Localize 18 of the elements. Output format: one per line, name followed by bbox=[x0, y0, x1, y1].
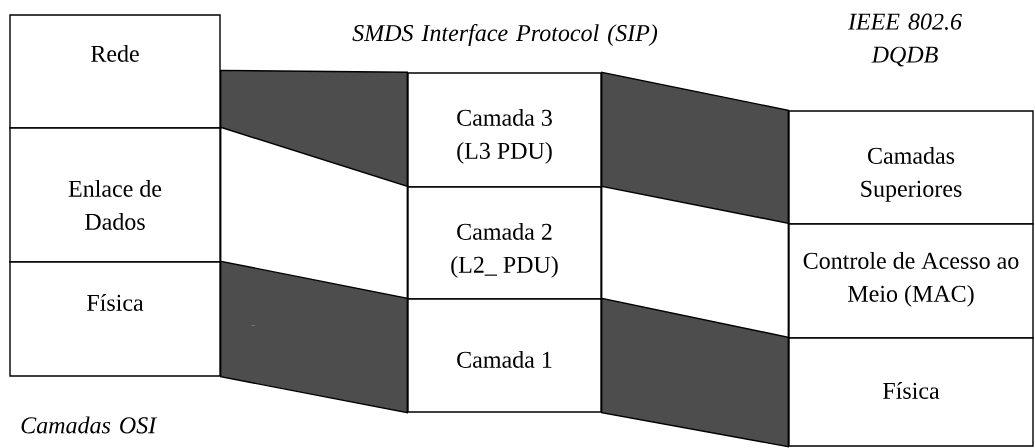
correspondence-band bbox=[220, 260, 408, 414]
layer-box: Enlace de Dados bbox=[9, 127, 221, 263]
layer-box: Física bbox=[788, 337, 1034, 447]
correspondence-band bbox=[601, 185, 789, 340]
layer-box: Camada 1 bbox=[407, 298, 602, 413]
layer-box: Camada 2 (L2_ PDU) bbox=[407, 186, 602, 300]
layer-box: Camada 3 (L3 PDU) bbox=[407, 72, 602, 188]
correspondence-band bbox=[220, 126, 408, 301]
correspondence-band bbox=[220, 69, 408, 189]
layer-box: Rede bbox=[9, 14, 221, 129]
column-heading: SMDS Interface Protocol (SIP) bbox=[352, 24, 658, 46]
layer-box: Física bbox=[9, 261, 221, 377]
layer-box: Camadas Superiores bbox=[788, 110, 1034, 225]
correspondence-band bbox=[601, 71, 789, 226]
correspondence-band bbox=[601, 297, 789, 448]
column-heading: IEEE 802.6 DQDB bbox=[847, 13, 962, 67]
layer-box: Controle de Acesso ao Meio (MAC) bbox=[788, 223, 1034, 339]
column-heading: Camadas OSI bbox=[21, 416, 158, 434]
